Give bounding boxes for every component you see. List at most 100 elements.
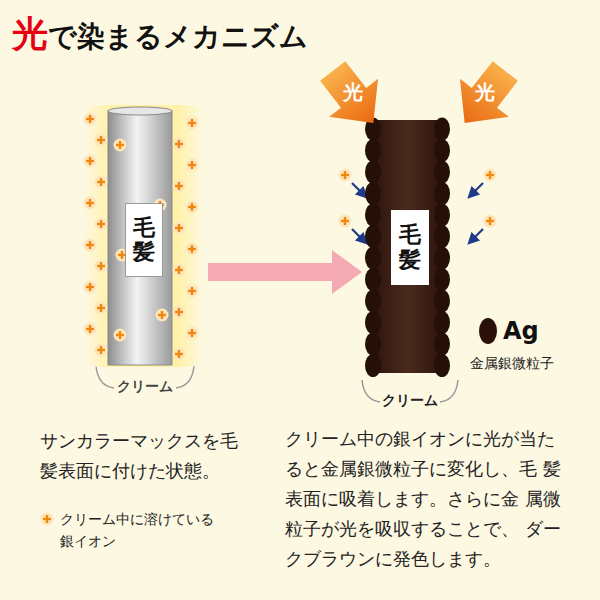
ion-circle <box>95 218 108 231</box>
ion-circle <box>84 323 97 336</box>
ion-circle <box>186 243 199 256</box>
ion-plus <box>161 311 163 319</box>
silver-particle <box>434 311 450 334</box>
silver-particle <box>365 247 381 270</box>
silver-ion <box>84 113 97 126</box>
cream-label: クリーム <box>90 377 200 395</box>
silver-particle <box>434 354 450 377</box>
silver-ion <box>114 139 127 152</box>
ion-circle <box>173 180 186 193</box>
ion-circle <box>173 306 186 319</box>
silver-ion <box>173 180 186 193</box>
ion-plus <box>178 308 180 316</box>
silver-ion <box>186 201 199 214</box>
legend-text: クリーム中に溶けている 銀イオン <box>60 508 222 552</box>
silver-ion <box>484 169 497 182</box>
ion-circle <box>95 302 108 315</box>
arrow-shape <box>440 52 529 142</box>
silver-ion <box>84 155 97 168</box>
silver-ion <box>41 513 54 526</box>
ion-circle <box>186 117 199 130</box>
silver-particle <box>365 139 381 162</box>
silver-ion <box>84 281 97 294</box>
silver-particle <box>434 118 450 141</box>
ion-plus <box>178 140 180 148</box>
silver-particle <box>434 290 450 313</box>
ion-plus <box>119 331 121 339</box>
silver-particle <box>365 225 381 248</box>
ion-circle <box>84 197 97 210</box>
silver-particle <box>434 247 450 270</box>
ion-plus <box>191 329 193 337</box>
hair-cylinder <box>108 111 172 365</box>
ion-plus <box>178 266 180 274</box>
silver-ion <box>84 239 97 252</box>
hair-strand: 毛髪 <box>80 105 208 375</box>
transition-arrow <box>208 250 362 294</box>
ion-plus <box>46 515 48 523</box>
silver-ion <box>173 222 186 235</box>
ion-plus <box>89 241 91 249</box>
arrow-head <box>332 250 362 294</box>
ion-circle <box>84 113 97 126</box>
silver-ion <box>186 327 199 340</box>
silver-particle <box>365 354 381 377</box>
hair-cylinder <box>375 120 440 373</box>
ion-circle <box>114 139 127 152</box>
ion-circle <box>41 513 54 526</box>
silver-ion <box>95 218 108 231</box>
silver-ion <box>339 169 352 182</box>
ion-plus <box>191 245 193 253</box>
ion-circle <box>186 285 199 298</box>
ion-plus <box>178 182 180 190</box>
silver-particle <box>434 182 450 205</box>
silver-ion <box>173 348 186 361</box>
ion-plus <box>100 304 102 312</box>
silver-ion <box>484 215 497 228</box>
arrow-shape <box>308 52 397 142</box>
light-arrow: 光 <box>452 64 518 130</box>
ion-plus <box>100 136 102 144</box>
ion-circle <box>173 348 186 361</box>
description-text: サンカラーマックスを毛 髪表面に付けた状態。 <box>40 426 252 486</box>
silver-particle <box>365 333 381 356</box>
ion-plus <box>89 325 91 333</box>
ion-circle <box>484 169 497 182</box>
cream-layer <box>84 105 204 367</box>
silver-particle <box>434 161 450 184</box>
ion-plus <box>89 157 91 165</box>
ion-plus <box>100 262 102 270</box>
light-label: 光 <box>343 79 363 106</box>
silver-ion <box>173 264 186 277</box>
ion-circle <box>84 155 97 168</box>
ion-plus <box>344 171 346 179</box>
description-text: クリーム中の銀イオンに光が当た ると金属銀微粒子に変化し、毛 髪表面に吸着します… <box>285 424 567 574</box>
silver-particle <box>365 161 381 184</box>
ion-plus <box>191 287 193 295</box>
silver-particle <box>434 333 450 356</box>
silver-particle <box>365 204 381 227</box>
ion-circle <box>84 239 97 252</box>
ion-plus <box>344 217 346 225</box>
ion-plus <box>121 251 123 259</box>
ion-plus <box>191 203 193 211</box>
ion-circle <box>95 344 108 357</box>
element-symbol: Ag <box>503 316 563 347</box>
ion-circle <box>95 134 108 147</box>
silver-particle <box>365 290 381 313</box>
silver-ion <box>84 197 97 210</box>
ion-circle <box>173 222 186 235</box>
silver-ion <box>95 176 108 189</box>
silver-ion <box>95 344 108 357</box>
ion-circle <box>484 215 497 228</box>
silver-particle <box>434 268 450 291</box>
ion-plus <box>178 350 180 358</box>
silver-particle <box>434 225 450 248</box>
ion-plus <box>489 171 491 179</box>
silver-ion <box>186 117 199 130</box>
ion-circle <box>186 327 199 340</box>
hair-strand: 毛髪 <box>362 115 457 380</box>
ion-circle <box>114 329 127 342</box>
silver-particle <box>365 182 381 205</box>
